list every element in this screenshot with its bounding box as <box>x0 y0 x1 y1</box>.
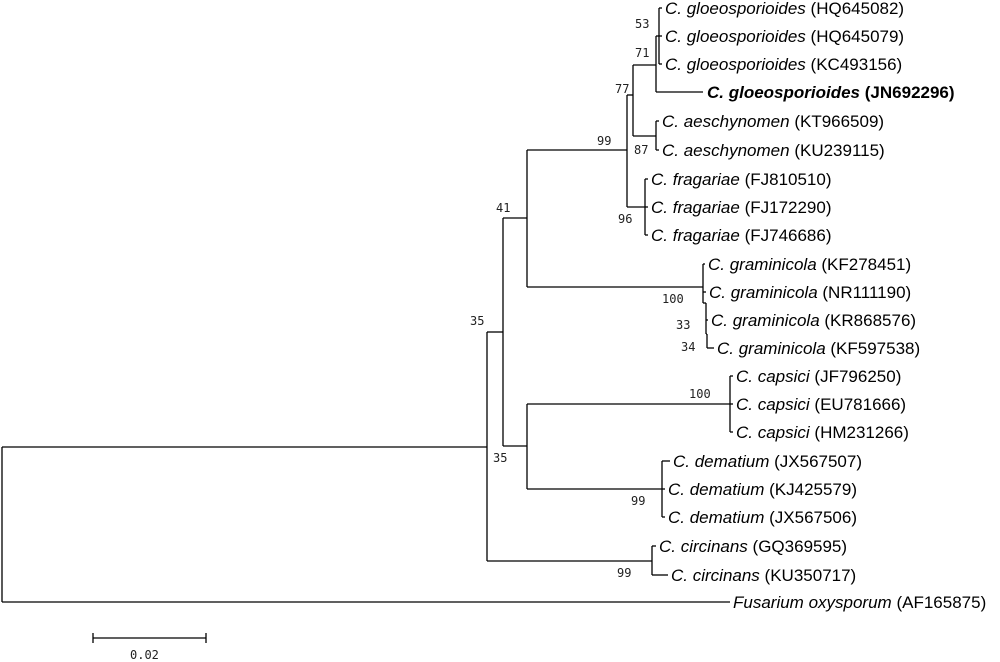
taxon-label: C. capsici (EU781666) <box>736 395 906 414</box>
taxon-label: C. graminicola (NR111190) <box>709 283 911 302</box>
taxon-label: C. capsici (HM231266) <box>736 423 909 442</box>
taxon-label: C. graminicola (KR868576) <box>711 311 916 330</box>
bootstrap-value: 77 <box>615 82 629 96</box>
taxon-label: C. graminicola (KF597538) <box>717 339 920 358</box>
bootstrap-value: 96 <box>618 212 632 226</box>
taxon-label: C. circinans (GQ369595) <box>659 537 847 556</box>
bootstrap-value: 35 <box>493 451 507 465</box>
taxon-label: C. fragariae (FJ810510) <box>651 170 832 189</box>
bootstrap-value: 41 <box>496 201 510 215</box>
bootstrap-value: 99 <box>617 566 631 580</box>
taxon-label-highlighted: C. gloeosporioides (JN692296) <box>707 83 955 102</box>
taxon-label: C. graminicola (KF278451) <box>708 255 911 274</box>
taxon-label: C. gloeosporioides (HQ645079) <box>665 27 904 46</box>
taxon-label: C. dematium (JX567507) <box>673 452 862 471</box>
taxon-label: C. aeschynomen (KT966509) <box>662 112 884 131</box>
bootstrap-value: 34 <box>681 340 695 354</box>
taxon-label: C. gloeosporioides (KC493156) <box>665 55 902 74</box>
taxon-label: C. circinans (KU350717) <box>671 566 856 585</box>
scale-bar-label: 0.02 <box>130 648 159 662</box>
scale-bar: 0.02 <box>92 633 207 662</box>
taxon-label: C. dematium (KJ425579) <box>668 480 857 499</box>
taxon-label: C. gloeosporioides (HQ645082) <box>665 0 904 18</box>
taxon-label: Fusarium oxysporum (AF165875) <box>733 593 986 612</box>
bootstrap-value: 100 <box>662 292 684 306</box>
bootstrap-value: 71 <box>635 46 649 60</box>
taxon-labels: C. gloeosporioides (HQ645082) C. gloeosp… <box>651 0 986 612</box>
taxon-label: C. capsici (JF796250) <box>736 367 901 386</box>
bootstrap-value: 35 <box>470 314 484 328</box>
taxon-label: C. aeschynomen (KU239115) <box>662 141 885 160</box>
bootstrap-value: 87 <box>634 143 648 157</box>
bootstrap-value: 53 <box>635 17 649 31</box>
bootstrap-value: 100 <box>689 387 711 401</box>
taxon-label: C. dematium (JX567506) <box>668 508 857 527</box>
bootstrap-value: 33 <box>676 318 690 332</box>
taxon-label: C. fragariae (FJ746686) <box>651 226 832 245</box>
taxon-label: C. fragariae (FJ172290) <box>651 198 832 217</box>
bootstrap-value: 99 <box>631 494 645 508</box>
tree-branches <box>1 7 733 603</box>
bootstrap-value: 99 <box>597 134 611 148</box>
bootstrap-values: 53 71 77 99 87 96 41 100 33 34 35 100 35… <box>470 17 711 580</box>
